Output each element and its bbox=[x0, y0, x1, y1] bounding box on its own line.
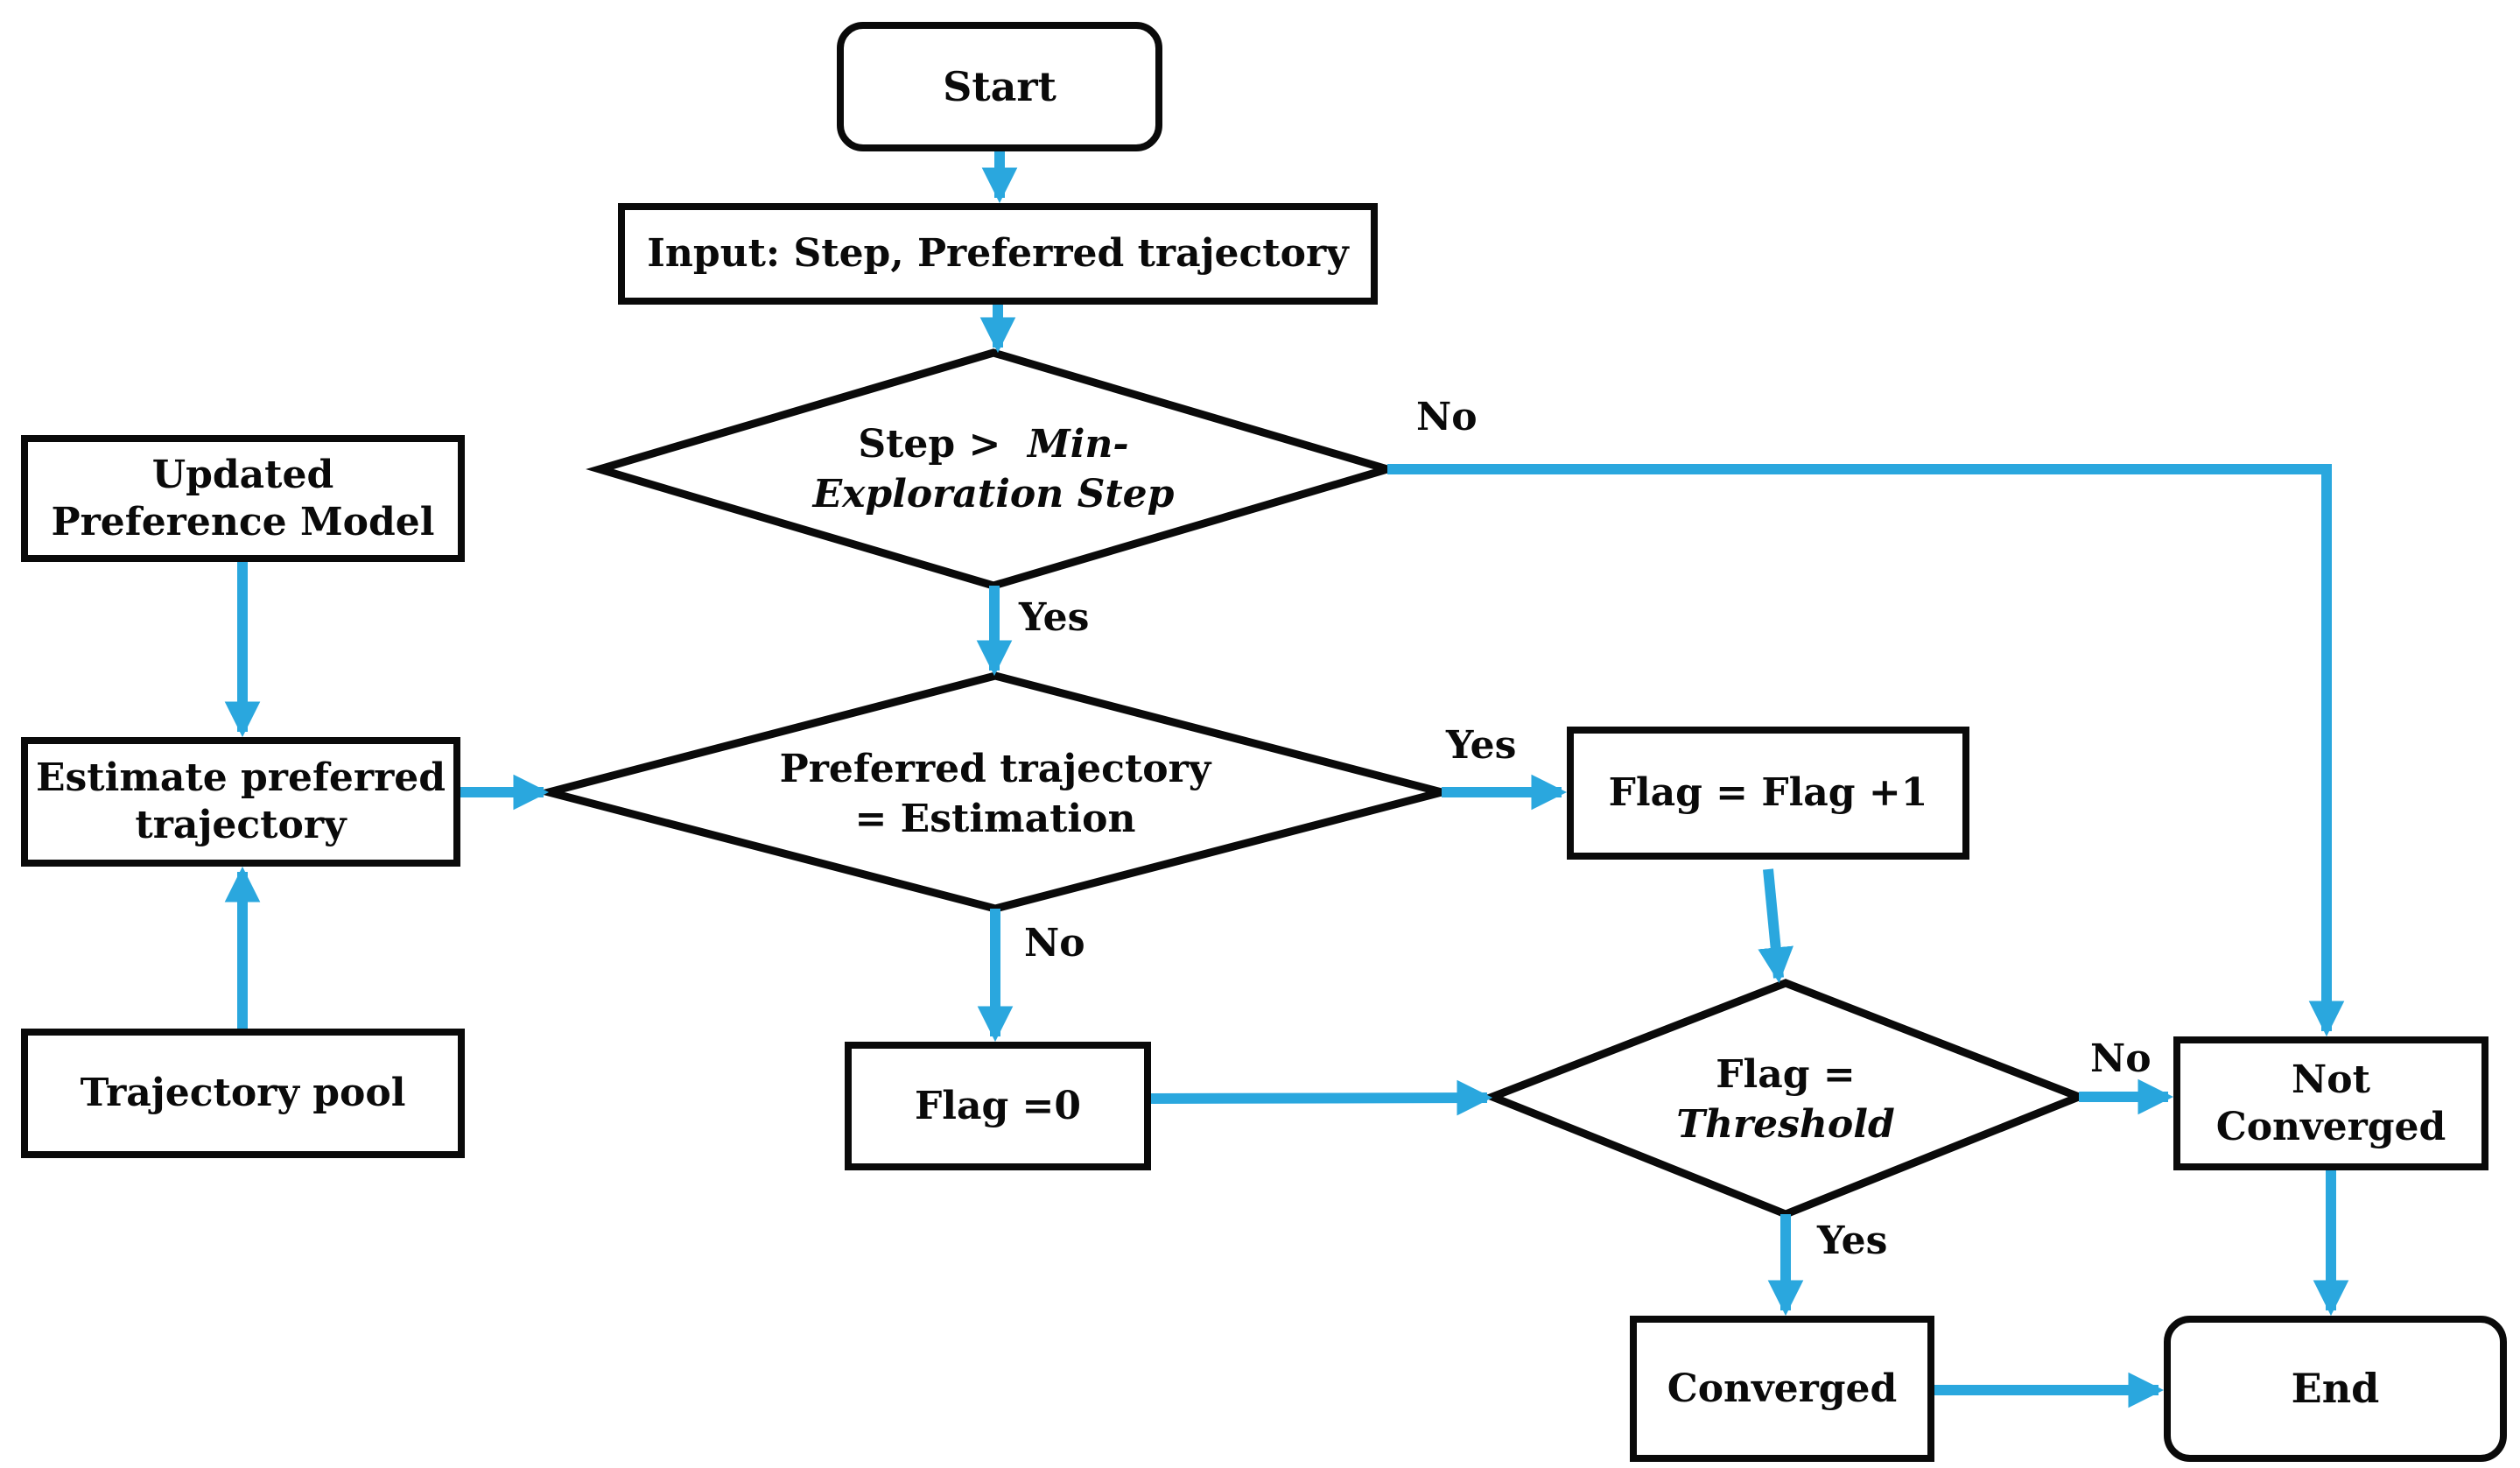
trajectory-pool-node: Trajectory pool bbox=[21, 1029, 465, 1158]
decision-estimation-label: Preferred trajectory = Estimation bbox=[689, 711, 1302, 877]
d2-line2: = Estimation bbox=[854, 797, 1136, 841]
not-converged-node: Not Converged bbox=[2173, 1036, 2488, 1170]
converged-label: Converged bbox=[1667, 1366, 1898, 1411]
est-line1: Estimate preferred bbox=[35, 755, 446, 801]
flag-zero-node: Flag =0 bbox=[845, 1042, 1151, 1170]
not-converged-line2: Converged bbox=[2215, 1104, 2446, 1149]
flag-zero-label: Flag =0 bbox=[914, 1083, 1082, 1128]
d1-line1-italic: Min- bbox=[1028, 421, 1129, 467]
not-converged-line1: Not bbox=[2292, 1057, 2370, 1102]
end-node: End bbox=[2164, 1316, 2507, 1462]
updated-preference-model-node: Updated Preference Model bbox=[21, 435, 465, 562]
d1-line1: Step > Min- bbox=[858, 419, 1128, 469]
arrow-flag-zero-to-threshold bbox=[1150, 1079, 1493, 1116]
edge-label-threshold-yes: Yes bbox=[1817, 1219, 1888, 1263]
est-line2: trajectory bbox=[135, 803, 347, 847]
edge-label-estimation-no: No bbox=[1024, 921, 1085, 966]
edge-label-min-exploration-yes: Yes bbox=[1019, 595, 1090, 640]
arrow-min-exploration-no-to-not-converged bbox=[1387, 464, 2345, 1037]
end-label: End bbox=[2291, 1365, 2380, 1413]
d1-line1-normal: Step > bbox=[858, 421, 1001, 467]
edge-label-threshold-no: No bbox=[2090, 1036, 2151, 1081]
input-node: Input: Step, Preferred trajectory bbox=[618, 203, 1378, 305]
arrow-flag-increment-to-threshold bbox=[1758, 868, 1793, 984]
d2-line1: Preferred trajectory bbox=[779, 746, 1211, 791]
start-node: Start bbox=[837, 22, 1162, 151]
estimate-preferred-trajectory-label: Estimate preferred trajectory bbox=[36, 755, 446, 848]
edge-label-min-exploration-no: No bbox=[1416, 395, 1478, 439]
trajectory-pool-label: Trajectory pool bbox=[80, 1071, 406, 1116]
decision-min-exploration-label: Step > Min- Exploration Step bbox=[687, 385, 1300, 553]
start-label: Start bbox=[943, 62, 1056, 110]
estimate-preferred-trajectory-node: Estimate preferred trajectory bbox=[21, 737, 460, 867]
flag-increment-node: Flag = Flag +1 bbox=[1567, 727, 1969, 860]
upm-line2: Preference Model bbox=[51, 499, 435, 544]
d1-line2: Exploration Step bbox=[812, 472, 1175, 516]
flag-increment-label: Flag = Flag +1 bbox=[1608, 770, 1928, 816]
converged-node: Converged bbox=[1630, 1316, 1934, 1462]
upm-line1: Updated bbox=[151, 452, 334, 497]
d3-line1: Flag = bbox=[1716, 1051, 1856, 1097]
not-converged-label: Not Converged bbox=[2216, 1057, 2446, 1150]
updated-preference-model-label: Updated Preference Model bbox=[52, 452, 435, 545]
input-label: Input: Step, Preferred trajectory bbox=[647, 231, 1349, 277]
decision-threshold-label: Flag = Threshold bbox=[1567, 1017, 2004, 1182]
d3-line2: Threshold bbox=[1676, 1102, 1895, 1147]
edge-label-estimation-yes: Yes bbox=[1446, 723, 1517, 768]
